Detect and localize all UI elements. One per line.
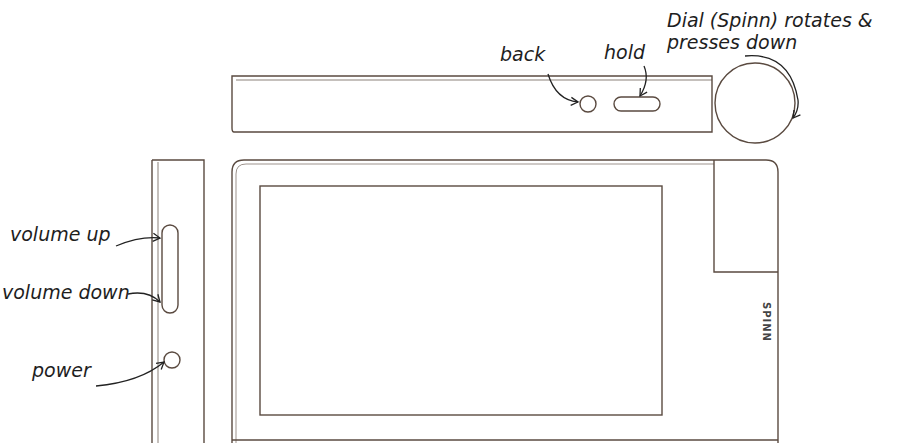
top-edge (236, 80, 712, 81)
dial-label: Dial (Spinn) rotates & presses down (667, 10, 903, 54)
hold-leader (640, 66, 646, 96)
hold-label: hold (604, 42, 645, 64)
power-label: power (32, 360, 91, 382)
brand-mark: SPINN (761, 302, 773, 342)
front-bezel (236, 164, 714, 443)
volume-rocker (162, 225, 178, 313)
top-view-body (232, 76, 712, 132)
hold-switch (614, 97, 660, 111)
volume-down-label: volume down (2, 282, 130, 304)
volume-up-leader (116, 238, 160, 246)
dial-notch (714, 160, 778, 272)
power-button (164, 352, 180, 368)
back-leader (548, 74, 578, 102)
volume-down-leader (128, 293, 160, 302)
dial-leader (745, 56, 798, 118)
side-edge (158, 162, 159, 443)
front-body (232, 160, 778, 443)
back-button (580, 96, 596, 112)
screen (260, 186, 662, 415)
front-bottom (232, 439, 778, 440)
dial (715, 63, 795, 143)
volume-up-label: volume up (10, 224, 111, 246)
power-leader (96, 362, 164, 386)
back-label: back (500, 44, 545, 66)
